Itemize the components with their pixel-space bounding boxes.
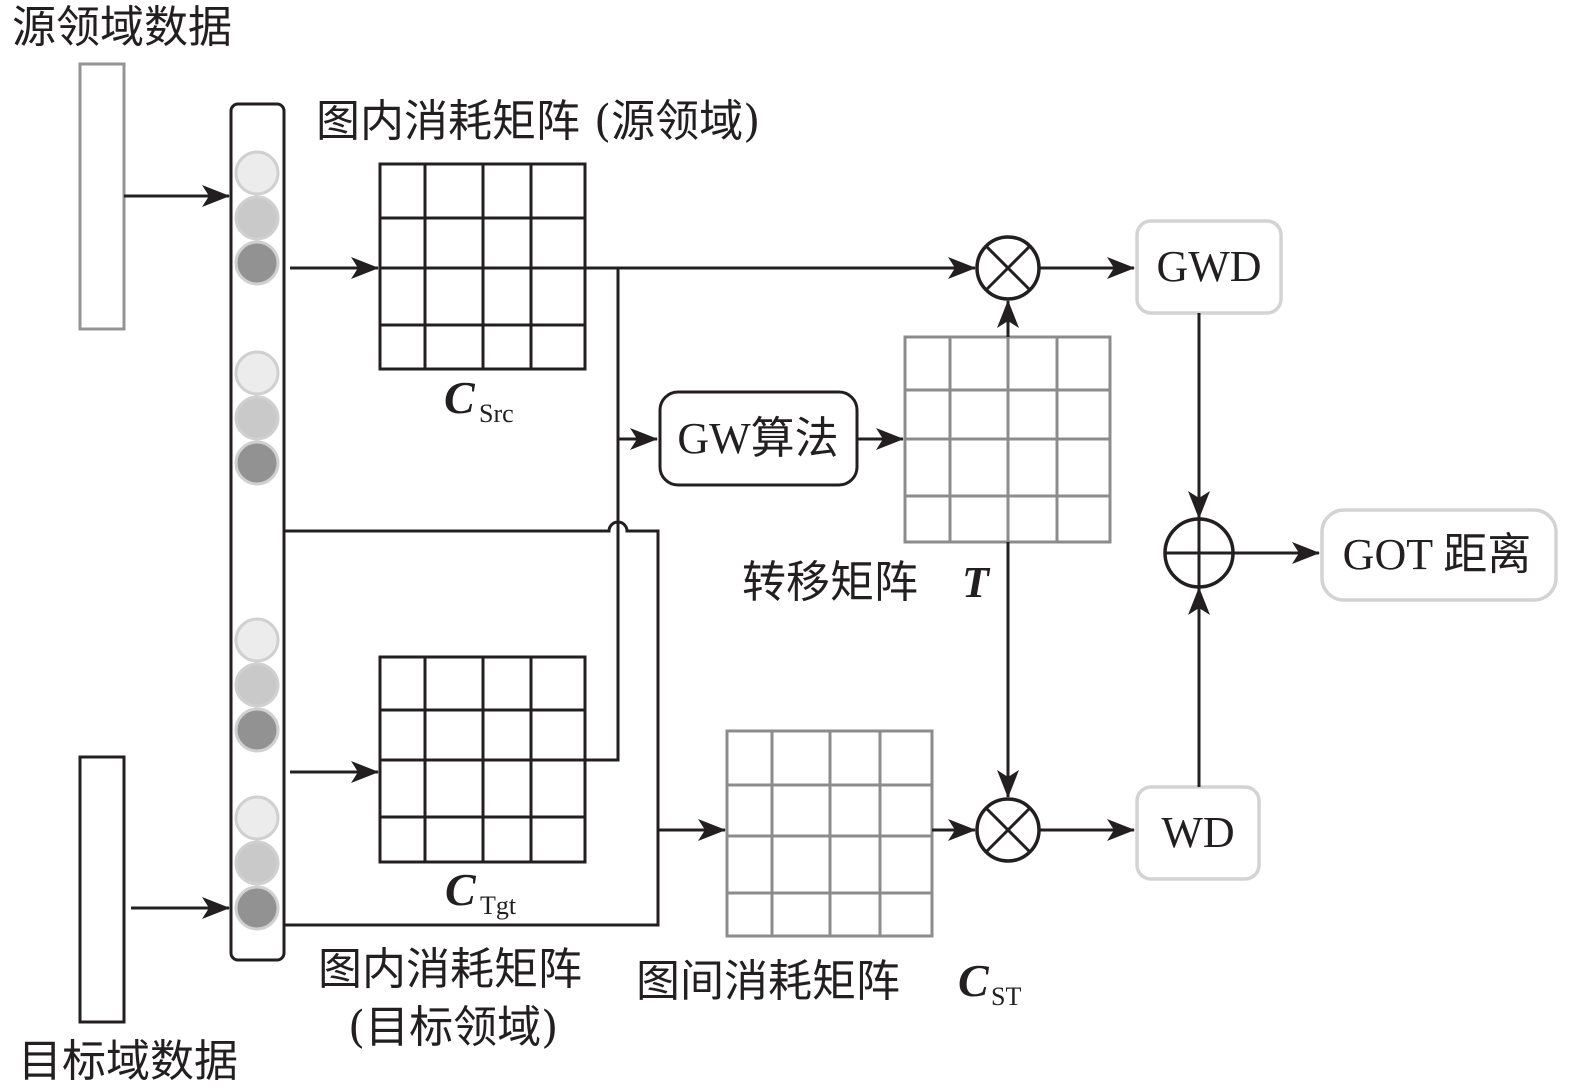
add-operator — [1163, 517, 1235, 589]
got-distance-box — [1320, 508, 1558, 602]
target-data-block — [78, 755, 126, 1024]
embedding-node — [234, 150, 280, 196]
gw-algorithm-label: GW算法 — [677, 414, 838, 463]
embedding-nodes — [234, 150, 280, 931]
inter-cost-matrix-label: 图间消耗矩阵 C ST — [636, 955, 1021, 1011]
source-data-label: 源领域数据 — [12, 2, 232, 53]
embedding-node — [234, 840, 280, 886]
embedding-node — [234, 662, 280, 708]
cost-matrices-feed-line — [585, 266, 620, 762]
embedding-node — [234, 707, 280, 753]
source-data-block — [78, 62, 126, 331]
embedding-node — [234, 195, 280, 241]
c-tgt-matrix — [378, 655, 587, 864]
source-embedding-to-cst-line — [284, 520, 726, 841]
tgt-cost-matrix-title-line1: 图内消耗矩阵 — [318, 944, 582, 995]
gwd-box — [1135, 219, 1283, 315]
c-src-matrix — [378, 162, 587, 371]
wd-label: WD — [1161, 808, 1234, 857]
c-st-matrix — [725, 729, 934, 938]
embedding-node — [234, 240, 280, 286]
embedding-node — [234, 395, 280, 441]
c-src-label: C Src — [444, 372, 514, 428]
target-data-label: 目标域数据 — [18, 1036, 238, 1087]
gwd-label: GWD — [1156, 242, 1261, 291]
embedding-node — [234, 350, 280, 396]
embedding-node — [234, 885, 280, 931]
multiply-operator-top — [975, 235, 1041, 301]
target-embedding-to-cst-line — [284, 830, 660, 927]
embedding-node — [234, 617, 280, 663]
src-cost-matrix-title: 图内消耗矩阵 (源领域) — [316, 96, 760, 147]
got-distance-label: GOT 距离 — [1343, 530, 1532, 579]
multiply-operator-bottom — [975, 797, 1041, 863]
transfer-matrix-t — [903, 335, 1112, 544]
embedding-node — [234, 440, 280, 486]
embedding-node — [234, 795, 280, 841]
transfer-matrix-label: 转移矩阵 T — [742, 557, 991, 608]
tgt-cost-matrix-title-line2: (目标领域) — [348, 1002, 558, 1053]
c-tgt-label: C Tgt — [445, 864, 517, 920]
